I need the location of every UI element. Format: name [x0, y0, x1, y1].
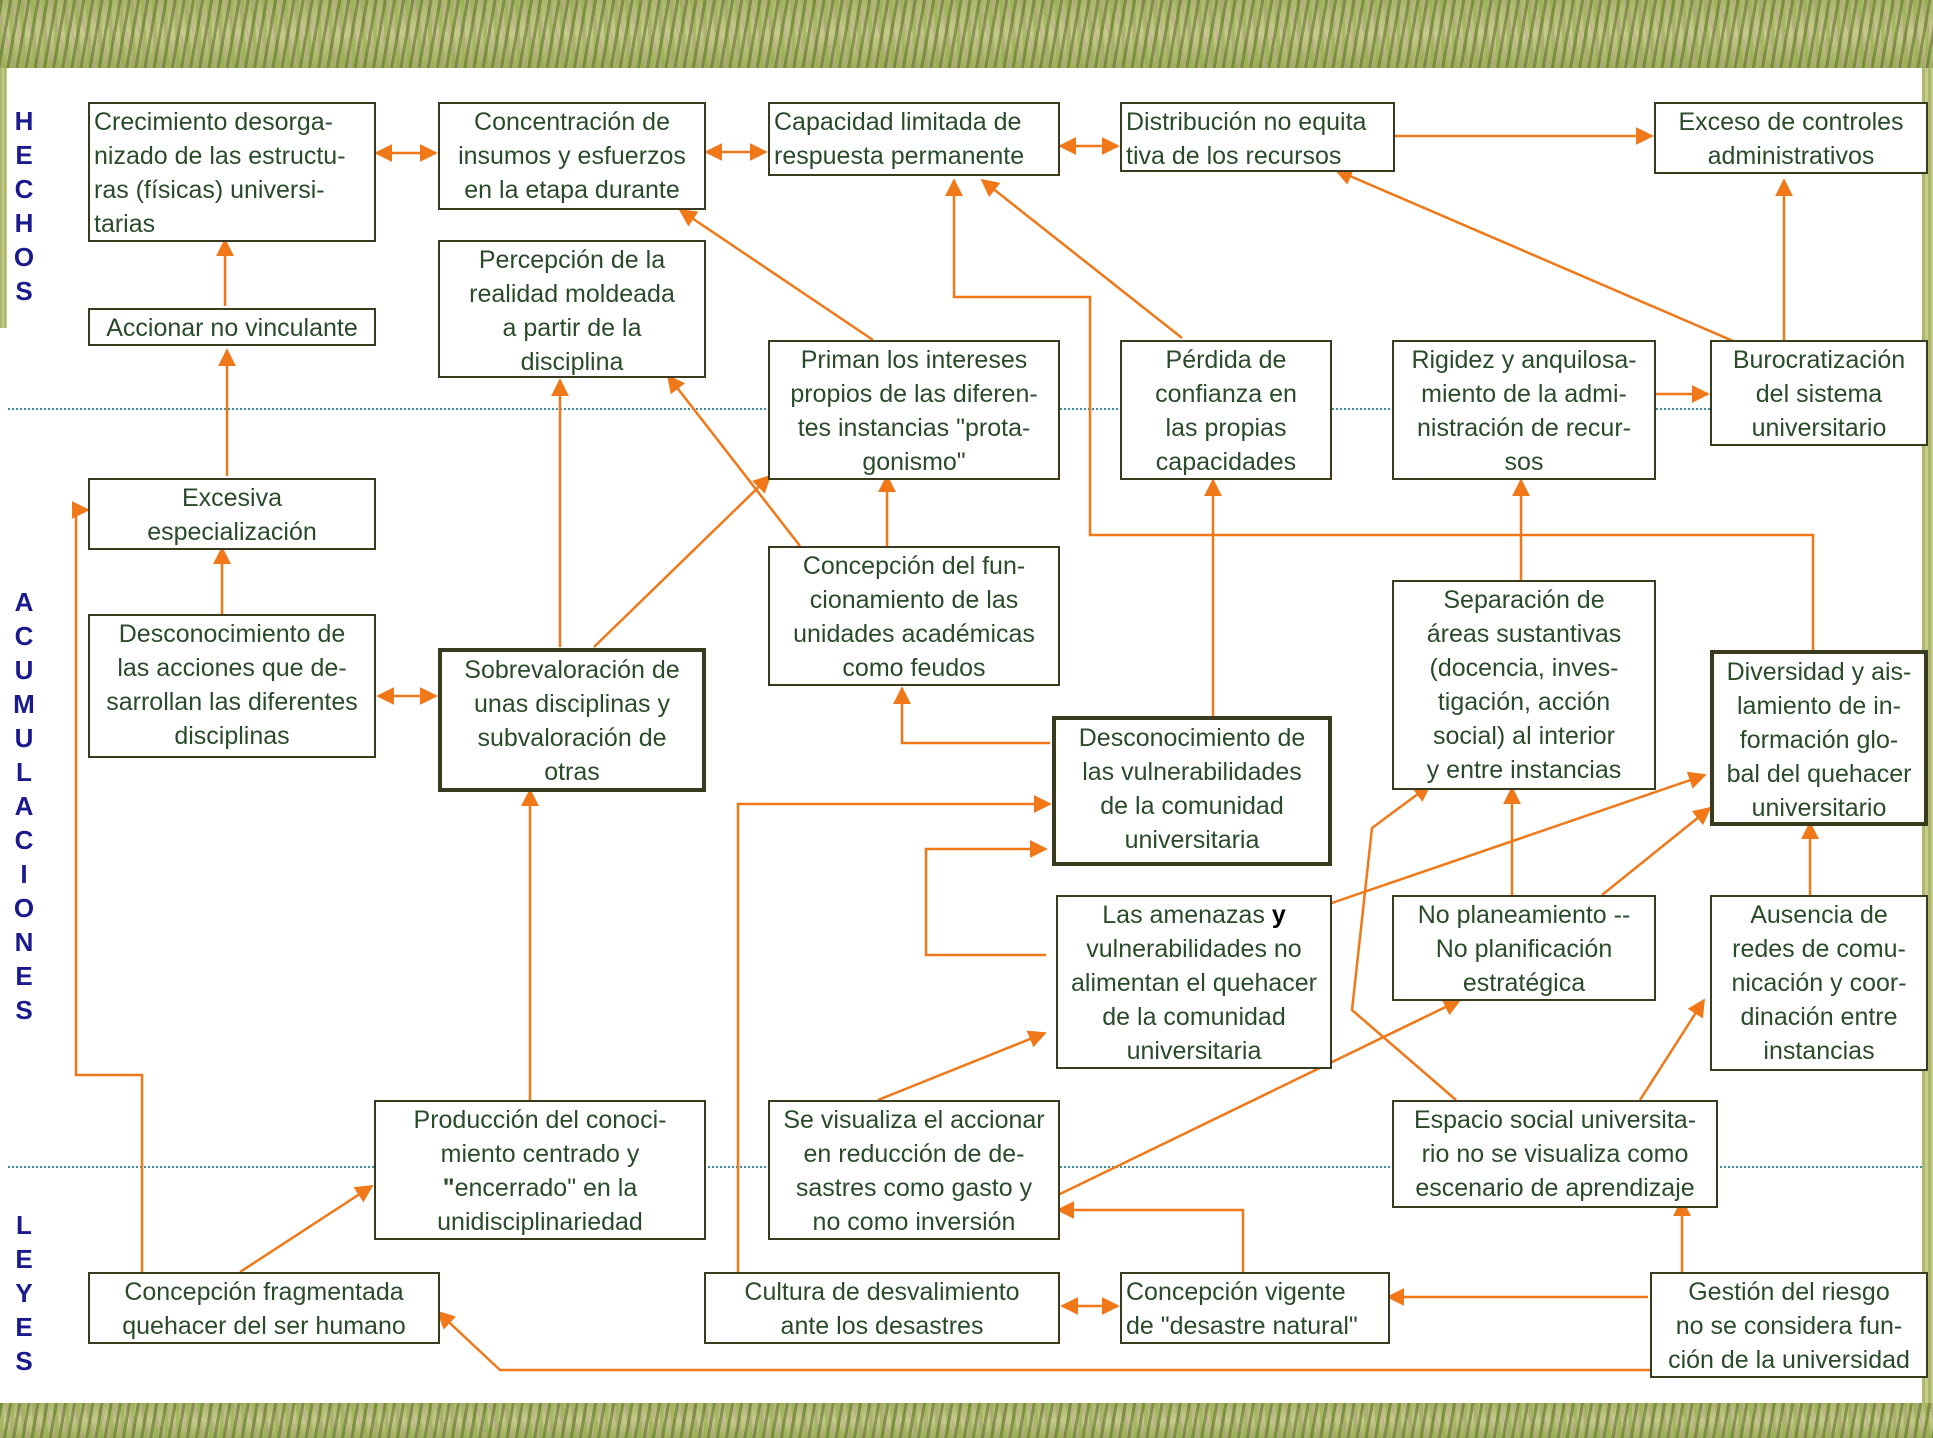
produccion-text-quote: " — [442, 1174, 455, 1202]
box-gestion: Gestión del riesgo no se considera fun- … — [1650, 1272, 1928, 1378]
box-visualiza: Se visualiza el accionar en reducción de… — [768, 1100, 1060, 1240]
box-diversidad: Diversidad y ais- lamiento de in- formac… — [1710, 650, 1928, 826]
arrow-amenazas-desconocimientovuln — [924, 840, 1048, 957]
produccion-text-c: encerrado" en la unidisciplinariedad — [437, 1174, 643, 1236]
box-priman: Priman los intereses propios de las dife… — [768, 340, 1060, 480]
box-perdida: Pérdida de confianza en las propias capa… — [1120, 340, 1332, 480]
arrow-concepcionfrag-excesiva — [71, 501, 144, 1272]
box-espacio: Espacio social universita- rio no se vis… — [1392, 1100, 1718, 1208]
arrow-sobrevaloracion-priman — [593, 474, 772, 648]
amenazas-text-y: y — [1271, 901, 1286, 929]
box-concentracion: Concentración de insumos y esfuerzos en … — [438, 102, 706, 210]
box-no-planeamiento: No planeamiento -- No planificación estr… — [1392, 895, 1656, 1001]
box-percepcion: Percepción de la realidad moldeada a par… — [438, 240, 706, 378]
amenazas-text-c: vulnerabilidades no alimentan el quehace… — [1071, 935, 1317, 1065]
arrow-cultura-desconocimientovuln — [736, 795, 1052, 1272]
box-separacion: Separación de áreas sustantivas (docenci… — [1392, 580, 1656, 790]
box-cultura: Cultura de desvalimiento ante los desast… — [704, 1272, 1060, 1344]
section-label-leyes: LEYES — [15, 1210, 33, 1376]
grass-banner-bottom — [0, 1403, 1933, 1438]
left-edge-texture — [0, 68, 7, 328]
arrow-perdida-capacidad — [980, 178, 1183, 339]
box-desconocimiento-vulnerabilidades: Desconocimiento de las vulnerabilidades … — [1052, 716, 1332, 866]
box-capacidad: Capacidad limitada de respuesta permanen… — [768, 102, 1060, 176]
box-distribucion: Distribución no equita tiva de los recur… — [1120, 102, 1395, 172]
box-ausencia: Ausencia de redes de comu- nicación y co… — [1710, 895, 1928, 1071]
arrow-desconocimientovuln-concepcion — [893, 686, 1050, 745]
arrow-concepcionvigente-visualiza — [1056, 1201, 1245, 1272]
box-desconocimiento-acciones: Desconocimiento de las acciones que de- … — [88, 614, 376, 758]
box-sobrevaloracion: Sobrevaloración de unas disciplinas y su… — [438, 648, 706, 792]
box-rigidez: Rigidez y anquilosa- miento de la admi- … — [1392, 340, 1656, 480]
box-burocratizacion: Burocratización del sistema universitari… — [1710, 340, 1928, 446]
arrow-diversidad-capacidad — [945, 178, 1815, 650]
box-excesiva: Excesiva especialización — [88, 478, 376, 550]
arrow-concepcionfrag-produccion — [239, 1184, 374, 1274]
box-concepcion-fragmentada: Concepción fragmentada quehacer del ser … — [88, 1272, 440, 1344]
arrow-priman-concentracion — [678, 208, 874, 342]
box-accionar: Accionar no vinculante — [88, 308, 376, 346]
arrow-espacio-separacion — [1350, 783, 1457, 1101]
box-concepcion-vigente: Concepción vigente de "desastre natural" — [1120, 1272, 1390, 1344]
box-crecimiento: Crecimiento desorga- nizado de las estru… — [88, 102, 376, 242]
arrow-noplaneamiento-diversidad — [1601, 806, 1712, 896]
section-label-acumulaciones: ACUMULACIONES — [13, 587, 35, 1025]
box-produccion: Producción del conoci- miento centrado y… — [374, 1100, 706, 1240]
arrow-concepcion-percepcion — [666, 374, 801, 547]
section-label-hechos: HECHOS — [13, 106, 35, 306]
arrow-visualiza-noplaneamiento — [1057, 998, 1462, 1197]
produccion-text-a: Producción del conoci- miento centrado y — [413, 1106, 667, 1168]
grass-banner-top — [0, 0, 1933, 68]
amenazas-text-a: Las amenazas — [1102, 901, 1272, 929]
arrow-amenazas-diversidad — [1325, 771, 1707, 907]
box-concepcion-funcionamiento: Concepción del fun- cionamiento de las u… — [768, 546, 1060, 686]
box-amenazas: Las amenazas y vulnerabilidades no alime… — [1056, 895, 1332, 1069]
arrow-burocratizacion-distribucion — [1334, 168, 1741, 346]
arrow-espacio-ausencia — [1638, 998, 1706, 1101]
arrow-visualiza-amenazas — [877, 1030, 1047, 1102]
arrow-gestion-concepcionfrag — [436, 1310, 1650, 1372]
box-exceso: Exceso de controles administrativos — [1654, 102, 1928, 174]
